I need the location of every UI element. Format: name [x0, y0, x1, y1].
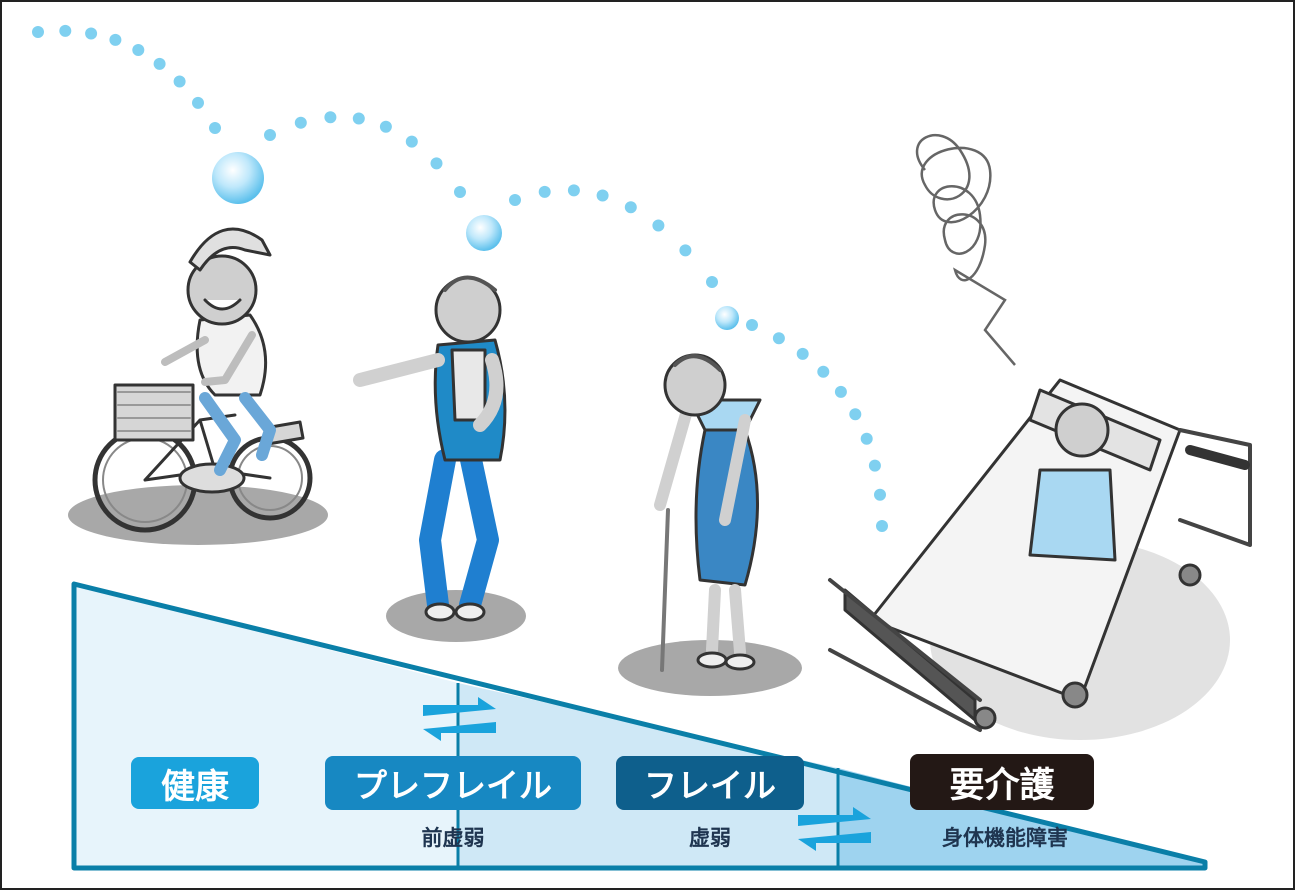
- trajectory-dot: [405, 135, 418, 148]
- trajectory-dot: [209, 122, 221, 134]
- healthy-cyclist-figure: [92, 227, 313, 533]
- trajectory-dot: [509, 194, 521, 206]
- trajectory-dot: [294, 116, 307, 129]
- trajectory-dots: [32, 24, 888, 532]
- trajectory-dot: [868, 459, 881, 472]
- stage-label-healthy: 健康: [131, 757, 259, 809]
- trajectory-dot: [706, 276, 718, 288]
- trajectory-dot: [596, 189, 609, 202]
- reversible-arrow-1: [423, 697, 496, 741]
- confusion-scribble-icon: [916, 133, 1016, 366]
- bounce-ball-medium: [466, 215, 502, 251]
- trajectory-dot: [264, 129, 276, 141]
- trajectory-dot: [352, 112, 365, 125]
- reversible-arrow-2: [798, 807, 871, 851]
- trajectory-dot: [874, 488, 886, 501]
- trajectory-dot: [796, 347, 809, 360]
- trajectory-dot: [324, 111, 337, 124]
- trajectory-dot: [538, 185, 551, 198]
- trajectory-dot: [59, 24, 72, 37]
- trajectory-dot: [173, 75, 186, 88]
- stage-label-prefrail: プレフレイル: [325, 756, 581, 810]
- trajectory-dot: [772, 332, 785, 345]
- trajectory-dot: [85, 27, 98, 40]
- trajectory-dot: [834, 385, 847, 398]
- trajectory-dot: [817, 365, 830, 378]
- trajectory-dot: [430, 157, 443, 170]
- prefrail-figure: [353, 275, 507, 622]
- trajectory-dot: [860, 432, 873, 445]
- trajectory-dot: [652, 219, 665, 232]
- trajectory-dot: [109, 33, 122, 46]
- bounce-ball-small: [715, 306, 739, 330]
- trajectory-dot: [454, 186, 466, 198]
- ramp-outline: [71, 581, 1208, 871]
- trajectory-dot: [679, 244, 692, 257]
- sub-label-care: 身体機能障害: [942, 826, 1068, 850]
- sub-label-frail: 虚弱: [689, 826, 731, 850]
- trajectory-dot: [153, 57, 166, 70]
- frail-figure-with-cane: [654, 353, 762, 672]
- trajectory-dot: [379, 120, 392, 133]
- trajectory-dot: [132, 44, 145, 56]
- bedridden-figure: [828, 378, 1252, 732]
- trajectory-dot: [624, 201, 637, 214]
- trajectory-dot: [746, 319, 758, 331]
- trajectory-dot: [192, 96, 204, 109]
- stage-label-frail: フレイル: [616, 756, 804, 810]
- trajectory-dot: [567, 184, 580, 197]
- trajectory-dot: [32, 26, 44, 38]
- sub-label-prefrail: 前虚弱: [421, 826, 485, 850]
- trajectory-dot: [876, 520, 888, 532]
- trajectory-dot: [849, 408, 862, 421]
- bounce-ball-large: [212, 152, 264, 204]
- stage-label-care: 要介護: [910, 754, 1094, 810]
